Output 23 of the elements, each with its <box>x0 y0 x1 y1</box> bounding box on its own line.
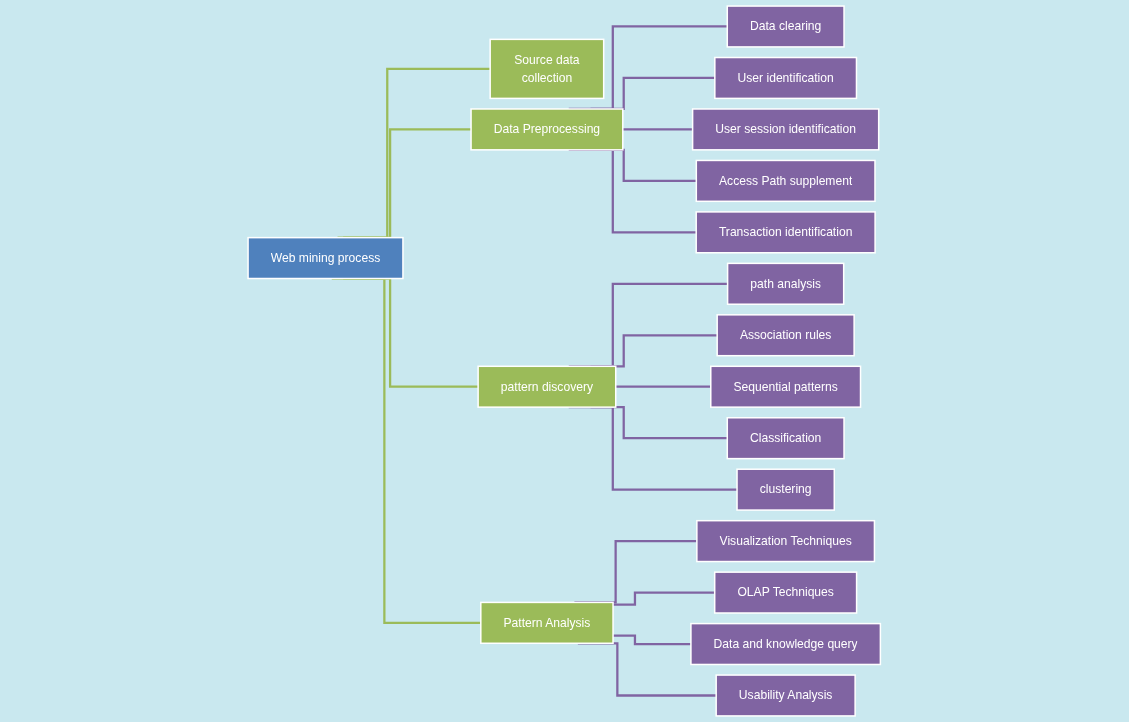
node-box: Pattern Analysis <box>480 601 615 645</box>
node-box: Access Path supplement <box>695 159 877 203</box>
node-box: Source data collection <box>489 38 605 100</box>
node-box: Sequential patterns <box>710 365 862 408</box>
connector <box>623 128 693 131</box>
node-box: pattern discovery <box>477 365 617 408</box>
node-box: Visualization Techniques <box>696 519 876 563</box>
node-box: Association rules <box>716 314 856 357</box>
node-box: clustering <box>736 468 836 511</box>
node-box: OLAP Techniques <box>714 571 858 614</box>
node-box: path analysis <box>727 262 845 305</box>
node-box: User identification <box>714 56 858 100</box>
node-box: Web mining process <box>247 236 404 280</box>
node-box: Transaction identification <box>695 211 877 254</box>
connector <box>613 591 715 606</box>
node-box: Data clearing <box>726 5 846 48</box>
node-box: Data and knowledge query <box>690 622 882 666</box>
node-box: Data Preprocessing <box>470 108 624 151</box>
connector <box>616 385 712 388</box>
connector <box>613 634 692 646</box>
node-box: Usability Analysis <box>715 674 857 717</box>
node-box: Classification <box>726 417 846 460</box>
node-box: User session identification <box>692 108 880 151</box>
